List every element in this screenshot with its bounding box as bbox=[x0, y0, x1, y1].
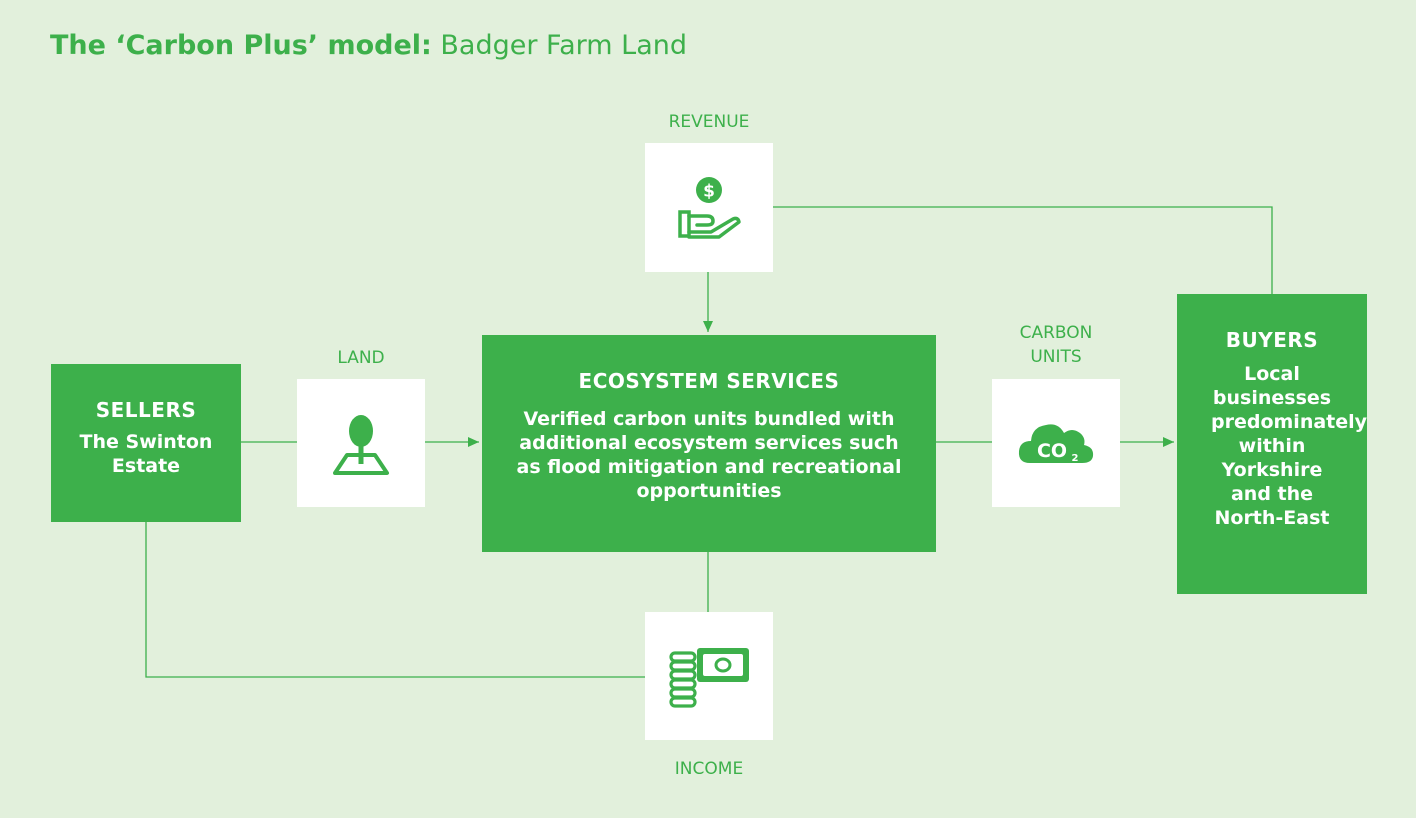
hand-dollar-icon: $ bbox=[678, 176, 741, 239]
svg-text:$: $ bbox=[703, 181, 715, 201]
revenue-card: $ bbox=[645, 143, 773, 272]
carbon-units-label: CARBON UNITS bbox=[992, 321, 1120, 369]
ecosystem-heading: ECOSYSTEM SERVICES bbox=[578, 369, 840, 393]
sellers-body: The Swinton Estate bbox=[79, 431, 213, 477]
title-rest: Badger Farm Land bbox=[431, 30, 687, 61]
income-label: INCOME bbox=[674, 759, 744, 779]
sellers-box: SELLERS The Swinton Estate bbox=[51, 364, 241, 522]
co2-cloud-icon: CO 2 bbox=[1018, 424, 1094, 464]
buyers-body: Local businesses predominately within Yo… bbox=[1211, 363, 1368, 529]
title-bold: The ‘Carbon Plus’ model: bbox=[50, 30, 432, 61]
svg-text:CO: CO bbox=[1037, 440, 1067, 462]
ecosystem-services-box: ECOSYSTEM SERVICES Verified carbon units… bbox=[482, 335, 936, 552]
svg-text:2: 2 bbox=[1072, 453, 1079, 464]
line-buyers-to-revenue bbox=[773, 206, 1273, 294]
income-card bbox=[645, 612, 773, 740]
coins-banknote-icon bbox=[669, 648, 749, 708]
buyers-box: BUYERS Local businesses predominately wi… bbox=[1177, 294, 1367, 594]
revenue-label: REVENUE bbox=[668, 112, 750, 132]
land-label: LAND bbox=[337, 348, 385, 368]
carbon-label-line2: UNITS bbox=[1030, 347, 1082, 367]
line-income-to-sellers bbox=[145, 522, 645, 678]
ecosystem-body: Verified carbon units bundled with addit… bbox=[516, 408, 902, 502]
sellers-heading: SELLERS bbox=[95, 398, 197, 422]
carbon-card: CO 2 bbox=[992, 379, 1120, 507]
buyers-heading: BUYERS bbox=[1225, 328, 1319, 352]
carbon-label-line1: CARBON bbox=[1019, 323, 1093, 343]
tree-plot-icon bbox=[333, 415, 389, 475]
diagram-title: The ‘Carbon Plus’ model: Badger Farm Lan… bbox=[50, 30, 687, 61]
land-card bbox=[297, 379, 425, 507]
